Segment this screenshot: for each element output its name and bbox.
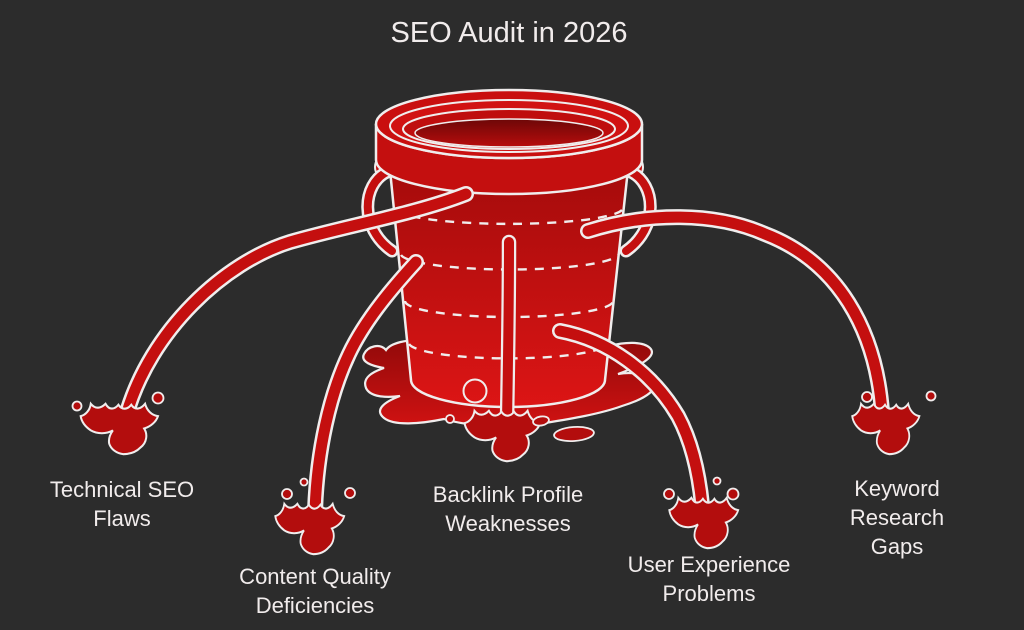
leak-label-backlink-profile: Backlink Profile Weaknesses bbox=[432, 482, 584, 536]
droplet bbox=[712, 476, 722, 486]
droplet bbox=[532, 415, 550, 427]
leak-label-content-quality: Content Quality Deficiencies bbox=[239, 564, 391, 618]
diagram-title: SEO Audit in 2026 bbox=[390, 17, 628, 49]
handle-left bbox=[361, 165, 399, 258]
leak-label-technical-seo: Technical SEO Flaws bbox=[49, 477, 195, 531]
leak-label-keyword-research: Keyword Research Gaps bbox=[849, 476, 945, 559]
droplet bbox=[445, 414, 455, 424]
stream-technical-seo bbox=[118, 186, 474, 424]
bucket-bubble bbox=[462, 378, 488, 404]
droplet bbox=[663, 488, 675, 500]
bucket-liquid-surface bbox=[414, 118, 604, 148]
droplet bbox=[925, 390, 937, 402]
droplets bbox=[71, 390, 937, 501]
droplet bbox=[344, 487, 356, 499]
droplet bbox=[151, 391, 165, 405]
stream-keyword-research bbox=[580, 209, 890, 420]
stream-content-quality bbox=[307, 254, 424, 520]
splash-icon-technical-seo bbox=[79, 402, 160, 456]
bucket-icon bbox=[361, 88, 657, 409]
splash-icon-content-quality bbox=[274, 502, 346, 556]
droplet bbox=[299, 477, 309, 487]
handle-right bbox=[619, 165, 657, 258]
droplet bbox=[553, 425, 595, 443]
leak-streams bbox=[118, 186, 890, 520]
droplet bbox=[861, 391, 873, 403]
stream-backlink-profile bbox=[499, 234, 517, 428]
droplet bbox=[281, 488, 293, 500]
splash-icon-backlink-profile bbox=[463, 409, 542, 463]
droplet bbox=[726, 487, 740, 501]
droplet bbox=[71, 400, 83, 412]
leak-label-user-experience: User Experience Problems bbox=[627, 552, 791, 606]
splash-icon-user-experience bbox=[668, 496, 740, 550]
splash-icon-keyword-research bbox=[851, 402, 921, 456]
stream-user-experience bbox=[552, 323, 710, 513]
